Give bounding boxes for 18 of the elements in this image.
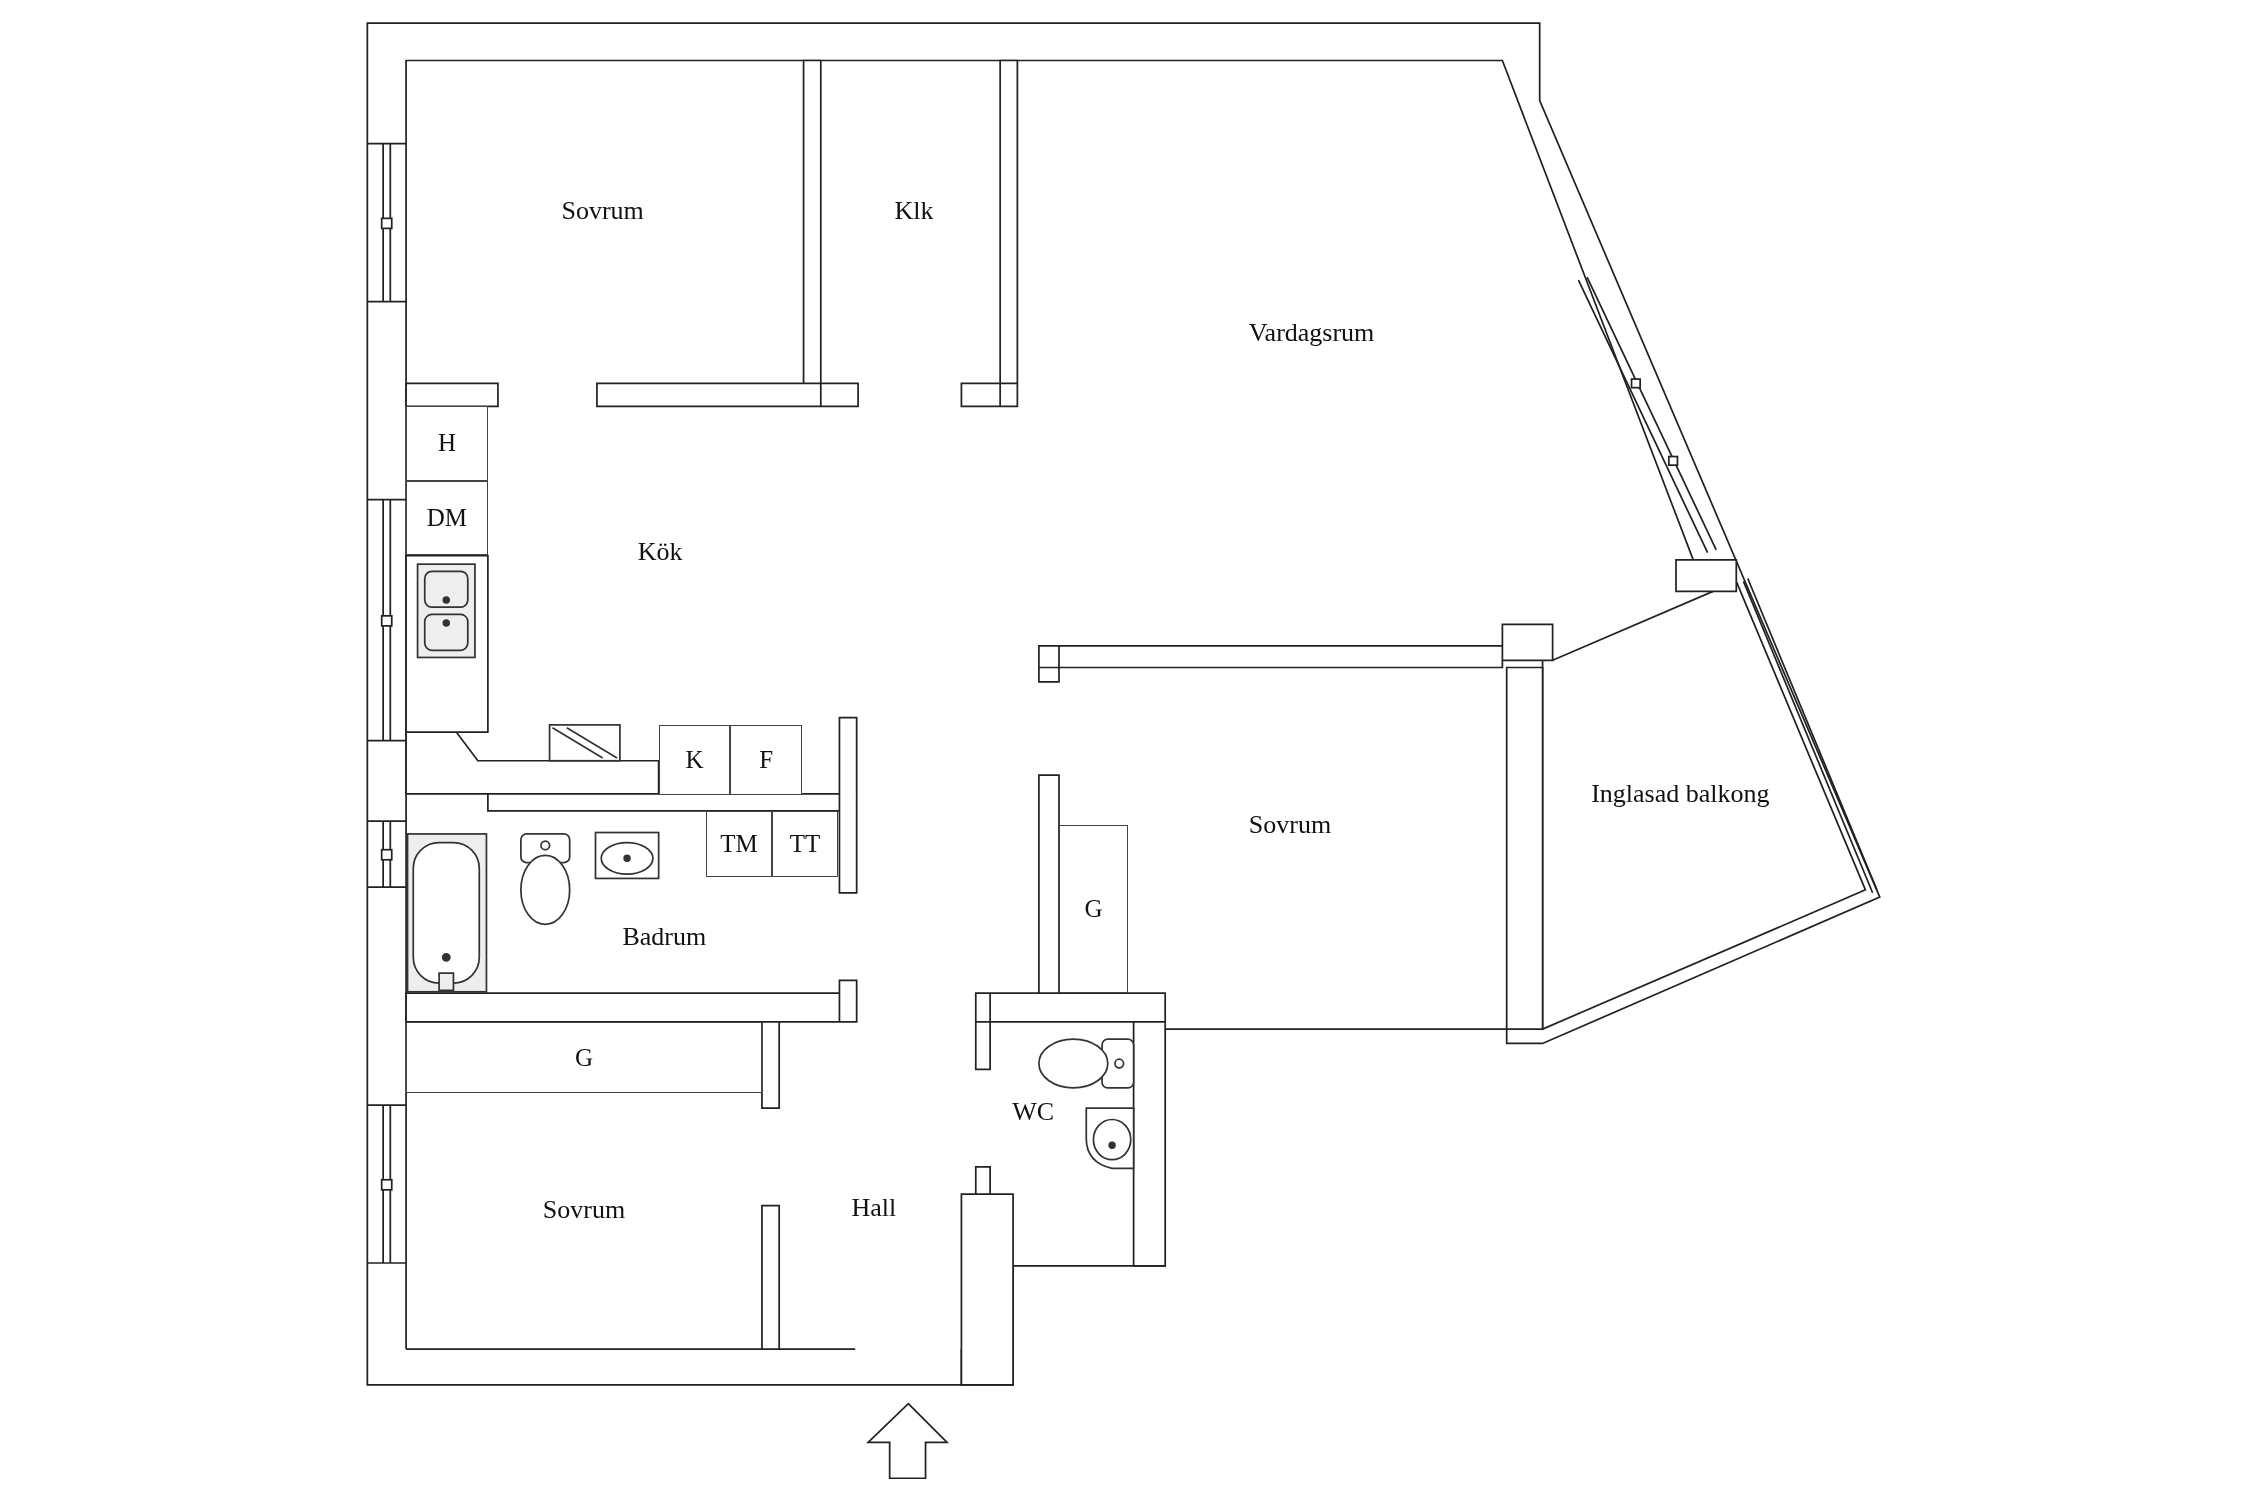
fixture-box: K [658, 724, 731, 795]
room-label: Klk [894, 195, 934, 226]
room-label: Sovrum [542, 1194, 626, 1225]
room-label: Kök [637, 537, 683, 568]
fixture-box: TM [706, 810, 772, 877]
fixture-box: H [406, 406, 488, 481]
fixture-box: DM [406, 480, 488, 556]
room-label: WC [1012, 1097, 1055, 1128]
room-label: Inglasad balkong [1591, 778, 1770, 809]
fixture-box: F [730, 724, 803, 795]
room-label: Hall [851, 1193, 897, 1224]
room-label: Vardagsrum [1248, 317, 1375, 348]
room-label: Sovrum [1248, 810, 1332, 841]
fixture-box: G [406, 1021, 762, 1094]
fixture-box: TT [772, 810, 838, 877]
room-label: Sovrum [561, 195, 644, 226]
room-label: Badrum [622, 922, 707, 952]
fixture-box: G [1059, 825, 1128, 993]
